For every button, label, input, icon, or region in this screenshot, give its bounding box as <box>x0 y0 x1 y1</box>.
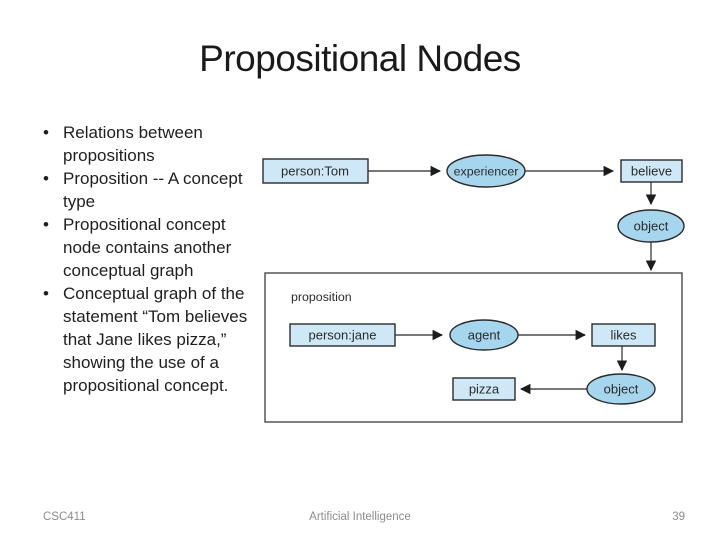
bullet-item: Relations between propositions <box>41 121 257 167</box>
concept-person-jane-label: person:jane <box>309 328 377 343</box>
concept-node-pizza: pizza <box>452 377 516 401</box>
relation-node-object-inner: object <box>586 373 656 405</box>
concept-likes-box <box>591 323 656 347</box>
bullet-list: Relations between propositions Propositi… <box>41 121 257 397</box>
relation-object-outer-ellipse <box>617 209 685 243</box>
concept-pizza-label: pizza <box>469 382 500 397</box>
concept-believe-box <box>620 159 683 183</box>
relation-experiencer-label: experiencer <box>454 165 519 179</box>
concept-node-believe: believe <box>620 159 683 183</box>
relation-object-inner-ellipse <box>586 373 656 405</box>
relation-object-inner-label: object <box>604 382 639 397</box>
relation-node-experiencer: experiencer <box>446 154 526 188</box>
bullet-item: Conceptual graph of the statement “Tom b… <box>41 282 257 397</box>
footer-title: Artificial Intelligence <box>309 511 411 523</box>
relation-agent-ellipse <box>449 319 519 351</box>
relation-node-agent: agent <box>449 319 519 351</box>
proposition-box-label: proposition <box>291 290 352 304</box>
bullet-item: Proposition -- A concept type <box>41 167 257 213</box>
concept-node-person-tom: person:Tom <box>262 158 369 184</box>
concept-person-jane-box <box>289 323 396 347</box>
bullet-item: Propositional concept node contains anot… <box>41 213 257 282</box>
concept-believe-label: believe <box>631 164 672 179</box>
footer-page-number: 39 <box>672 511 685 523</box>
concept-likes-label: likes <box>610 328 637 343</box>
concept-person-tom-label: person:Tom <box>281 164 349 179</box>
slide-title: Propositional Nodes <box>199 38 521 79</box>
relation-experiencer-ellipse <box>446 154 526 188</box>
concept-pizza-box <box>452 377 516 401</box>
relation-node-object-outer: object <box>617 209 685 243</box>
concept-person-tom-box <box>262 158 369 184</box>
footer-course: CSC411 <box>43 511 86 523</box>
concept-node-likes: likes <box>591 323 656 347</box>
relation-agent-label: agent <box>468 328 501 343</box>
proposition-box <box>264 272 683 423</box>
conceptual-graph-diagram: proposition person:Tom experiencer belie… <box>262 154 685 423</box>
relation-object-outer-label: object <box>634 219 669 234</box>
concept-node-person-jane: person:jane <box>289 323 396 347</box>
